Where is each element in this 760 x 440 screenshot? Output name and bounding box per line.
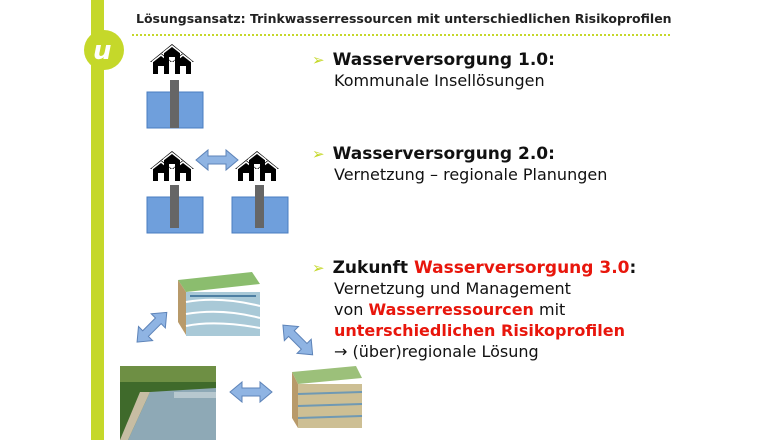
bullet-3-line-3: unterschiedlichen Risikoprofilen — [334, 321, 625, 340]
geology-cube-bottom — [292, 366, 363, 428]
double-arrow-horizontal-1 — [195, 149, 239, 171]
river-photo — [120, 366, 216, 440]
bullet-3-line-1: Vernetzung und Management — [334, 279, 571, 298]
houses-icon-2 — [149, 150, 195, 182]
chevron-icon: ➢ — [312, 259, 325, 277]
line-2-post: mit — [533, 300, 566, 319]
bullet-1-head: Wasserversorgung 1.0: — [332, 50, 555, 70]
bullet-2: ➢ Wasserversorgung 2.0: Vernetzung – regi… — [312, 144, 607, 185]
pipe-3 — [255, 185, 264, 228]
title-divider — [132, 34, 670, 36]
bullet-2-line: Vernetzung – regionale Planungen — [334, 165, 608, 184]
double-arrow-diagonal-left — [129, 304, 175, 350]
chevron-icon: ➢ — [312, 145, 325, 163]
geology-cube-top — [178, 272, 261, 336]
bullet-1-line: Kommunale Insellösungen — [334, 71, 545, 90]
bullet-3: ➢ Zukunft Wasserversorgung 3.0: Vernetzun… — [312, 258, 636, 362]
bullet-1: ➢ Wasserversorgung 1.0: Kommunale Insellö… — [312, 50, 555, 91]
pipe-1 — [170, 80, 179, 128]
logo-letter: u — [93, 36, 112, 66]
bullet-3-line-4: → (über)regionale Lösung — [334, 342, 539, 361]
line-2-red: Wasserressourcen — [368, 300, 534, 319]
line-2-pre: von — [334, 300, 369, 319]
university-logo: u — [84, 30, 124, 70]
slide-title: Lösungsansatz: Trinkwasserressourcen mit… — [136, 11, 672, 26]
chevron-icon: ➢ — [312, 51, 325, 69]
bullet-2-head: Wasserversorgung 2.0: — [332, 144, 555, 164]
houses-icon-3 — [234, 150, 280, 182]
accent-sidebar — [91, 0, 104, 440]
bullet-3-line-2: von Wasserressourcen mit — [334, 299, 636, 320]
bullet-3-head-red: Wasserversorgung 3.0 — [413, 258, 630, 278]
bullet-3-head-prefix: Zukunft — [332, 258, 414, 278]
pipe-2 — [170, 185, 179, 228]
bullet-3-head-suffix: : — [629, 258, 637, 278]
houses-icon-1 — [149, 43, 195, 75]
double-arrow-horizontal-2 — [229, 381, 273, 403]
